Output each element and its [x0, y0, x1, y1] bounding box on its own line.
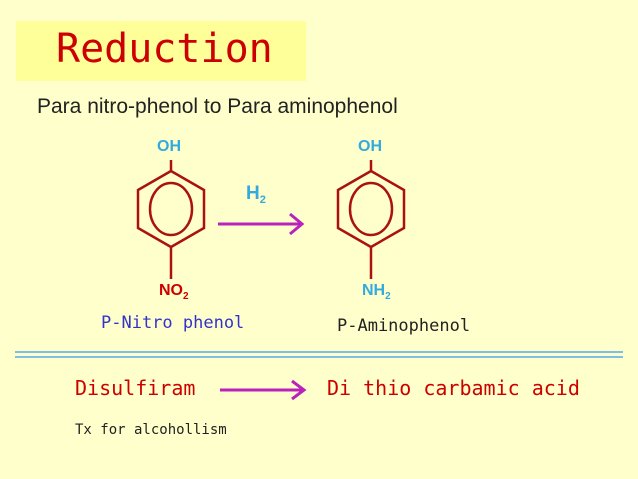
- nh2-subscript: 2: [385, 291, 391, 302]
- product-nh2-label: NH2: [362, 282, 391, 302]
- reactant-no2-label: NO2: [159, 282, 189, 302]
- no2-subscript: 2: [183, 291, 189, 302]
- slide-subtitle: Para nitro-phenol to Para aminophenol: [37, 95, 398, 118]
- nitrophenol-ring: [136, 160, 206, 279]
- reactant-name: P-Nitro phenol: [101, 313, 245, 333]
- product-name: P-Aminophenol: [337, 316, 471, 336]
- title-box: [16, 21, 306, 81]
- aminophenol-ring: [336, 160, 406, 279]
- reagent-label: H2: [246, 183, 266, 206]
- product-oh-label: OH: [358, 138, 382, 155]
- reaction-arrow-1: [218, 212, 305, 236]
- reactant-oh-label: OH: [157, 138, 181, 155]
- no2-group: NO: [159, 282, 183, 299]
- dithiocarbamic-acid-label: Di thio carbamic acid: [327, 376, 580, 400]
- slide-title: Reduction: [56, 26, 273, 72]
- h2-symbol: H: [246, 183, 260, 204]
- disulfiram-label: Disulfiram: [75, 376, 196, 400]
- reaction-arrow-2: [220, 379, 307, 401]
- aromatic-circle: [348, 181, 394, 237]
- h2-subscript: 2: [259, 194, 266, 206]
- nh2-group: NH: [362, 282, 386, 299]
- treatment-note: Tx for alcohollism: [75, 422, 227, 438]
- aromatic-circle: [148, 181, 194, 237]
